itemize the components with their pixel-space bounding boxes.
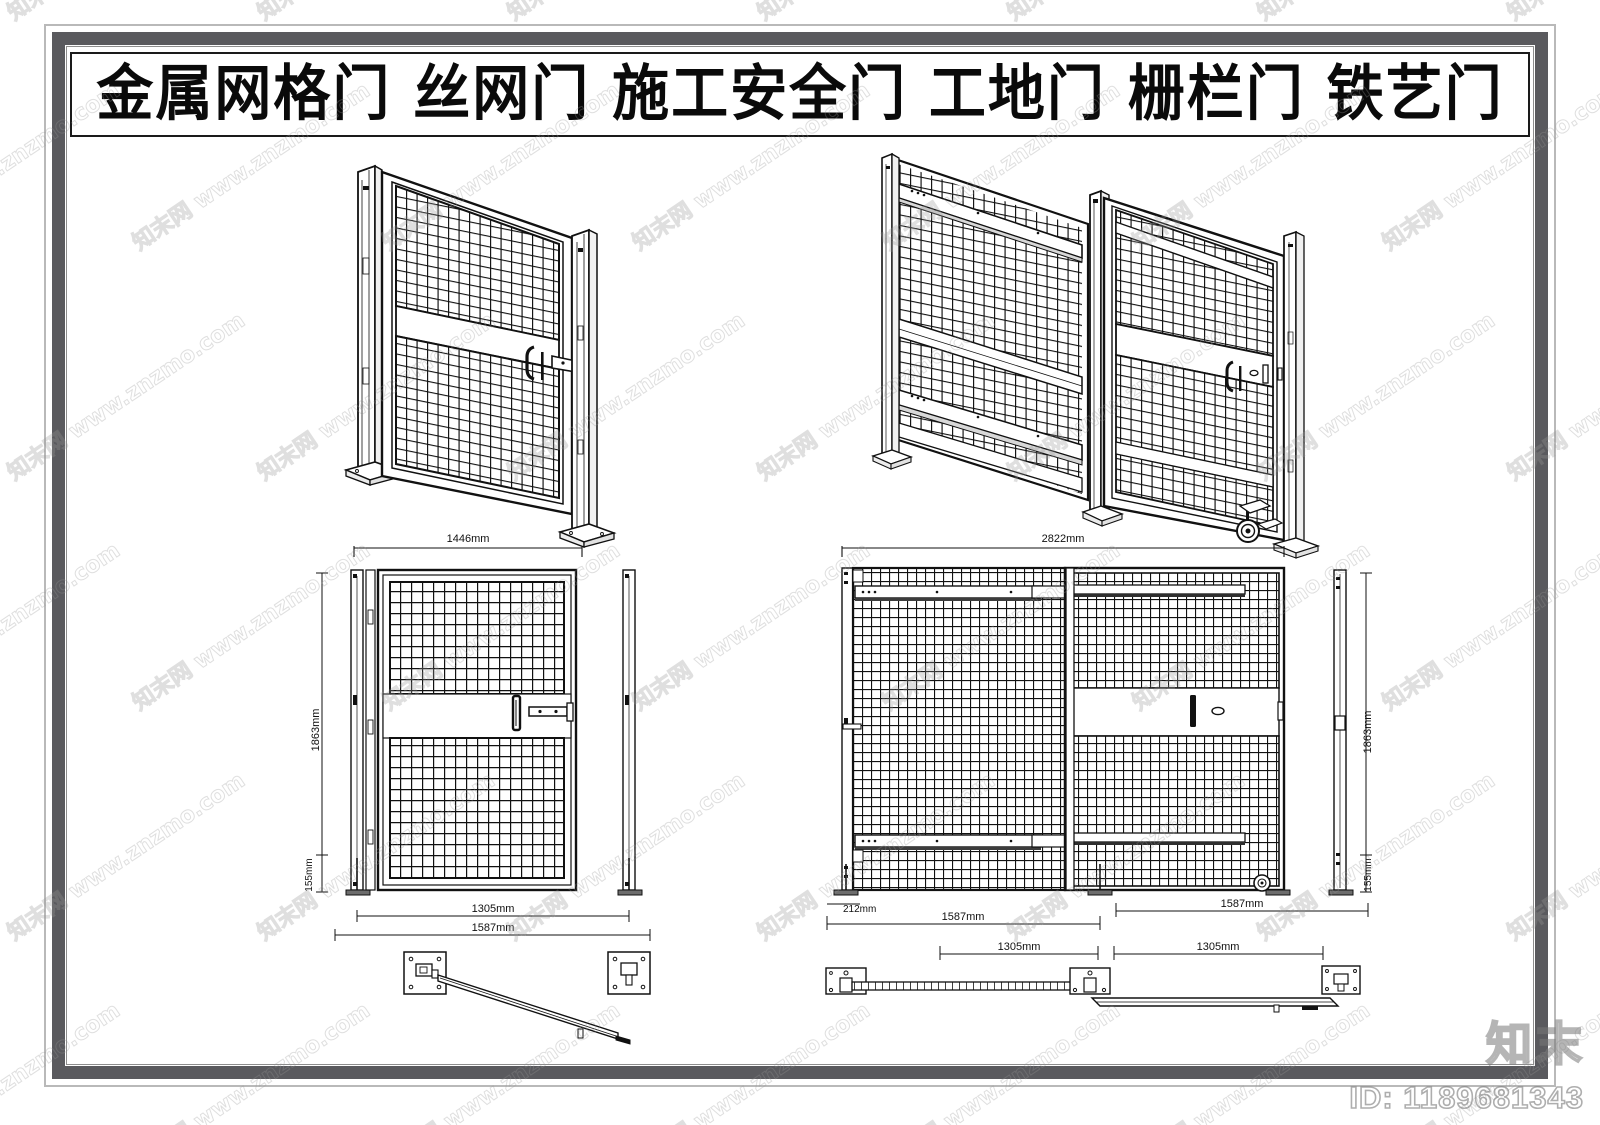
- dim-text-1587: 1587mm: [472, 922, 515, 934]
- iso2-right-post: [1271, 230, 1321, 559]
- dim-double-overall-width: 2822mm: [841, 533, 1285, 557]
- front2-freestanding-post: [1328, 569, 1354, 896]
- view-single-gate-iso: [343, 164, 617, 548]
- iso1-right-post: [557, 228, 617, 548]
- dim-text-1587-right: 1587mm: [1221, 898, 1264, 910]
- front1-gate-leaf: [376, 568, 578, 892]
- iso2-right-leaf: [1102, 196, 1286, 542]
- dim-text-1305: 1305mm: [472, 903, 515, 915]
- dim-double-height: 1863mm 155mm: [1360, 572, 1374, 893]
- iso1-lower-mesh: [395, 334, 560, 500]
- front1-lower-mesh: [389, 737, 565, 879]
- iso2-left-leaf: [890, 156, 1090, 502]
- view-double-gate-iso: [871, 152, 1321, 559]
- dim-text-2822: 2822mm: [1042, 533, 1085, 545]
- iso2-caster-wheel: [1236, 499, 1284, 543]
- drawing-id: ID: 1189681343: [1349, 1079, 1584, 1116]
- dim-single-overall-width: 1446mm: [353, 533, 583, 557]
- dim-text-212: 212mm: [843, 904, 876, 915]
- dim-text-1305-right: 1305mm: [1197, 941, 1240, 953]
- dim-double-plan-left: 1305mm: [939, 941, 1099, 960]
- dim-single-post-spacing: 1305mm: [356, 903, 630, 922]
- iso2-left-post: [871, 152, 914, 470]
- iso1-gate-leaf: [380, 170, 574, 516]
- watermark-text: 知末网 www.znzmo.com: [1500, 0, 1600, 27]
- dim-text-155: 155mm: [304, 858, 315, 891]
- front2-left-leaf: [842, 566, 1067, 892]
- watermark-text: 知末网 www.znzmo.com: [250, 0, 500, 27]
- dim-text-1863: 1863mm: [310, 709, 322, 752]
- watermark-text: 知末网 www.znzmo.com: [1250, 0, 1500, 27]
- front1-handle-lock: [511, 694, 574, 732]
- front2-ground-posts: [833, 864, 1291, 896]
- front2-handle-lock: [1190, 695, 1284, 727]
- dim-text-1305-left: 1305mm: [998, 941, 1041, 953]
- dim-double-leaf-right: 1587mm: [1115, 898, 1369, 917]
- dim-single-base-spacing: 1587mm: [334, 922, 651, 941]
- watermark-text: 知末网 www.znzmo.com: [0, 0, 250, 27]
- dim-single-height: 1863mm 155mm: [304, 572, 328, 893]
- dim-text-1587-left: 1587mm: [942, 911, 985, 923]
- view-double-gate-plan: [825, 965, 1361, 1013]
- view-single-gate-front: 1446mm 1863mm 155mm: [304, 533, 651, 1045]
- view-single-gate-plan: [403, 951, 651, 1045]
- front1-right-post: [617, 569, 643, 896]
- iso2-handle-lock: [1225, 360, 1283, 393]
- title-block: 金属网格门 丝网门 施工安全门 工地门 栅栏门 铁艺门: [70, 52, 1530, 137]
- dim-double-post-offset: 212mm: [827, 903, 876, 915]
- front2-right-leaf: [1063, 566, 1286, 892]
- view-double-gate-front: 2822mm: [825, 533, 1374, 1013]
- front1-left-post: [345, 569, 371, 896]
- watermark-text: 知末网 www.znzmo.com: [1000, 0, 1250, 27]
- watermark-text: 知末网 www.znzmo.com: [500, 0, 750, 27]
- dim-text-155-r: 155mm: [1363, 858, 1374, 891]
- front1-upper-mesh: [389, 581, 565, 695]
- dim-double-plan-right: 1305mm: [1113, 941, 1324, 960]
- watermark-text: 知末网 www.znzmo.com: [750, 0, 1000, 27]
- drawing-title: 金属网格门 丝网门 施工安全门 工地门 栅栏门 铁艺门: [96, 58, 1504, 129]
- dim-double-leaf-left: 1587mm: [826, 911, 1101, 930]
- drawing-canvas: 1446mm 1863mm 155mm: [70, 140, 1530, 1060]
- dim-text-1446: 1446mm: [447, 533, 490, 545]
- front1-hinge-strip: [365, 569, 376, 891]
- dim-text-1863-r: 1863mm: [1362, 711, 1374, 754]
